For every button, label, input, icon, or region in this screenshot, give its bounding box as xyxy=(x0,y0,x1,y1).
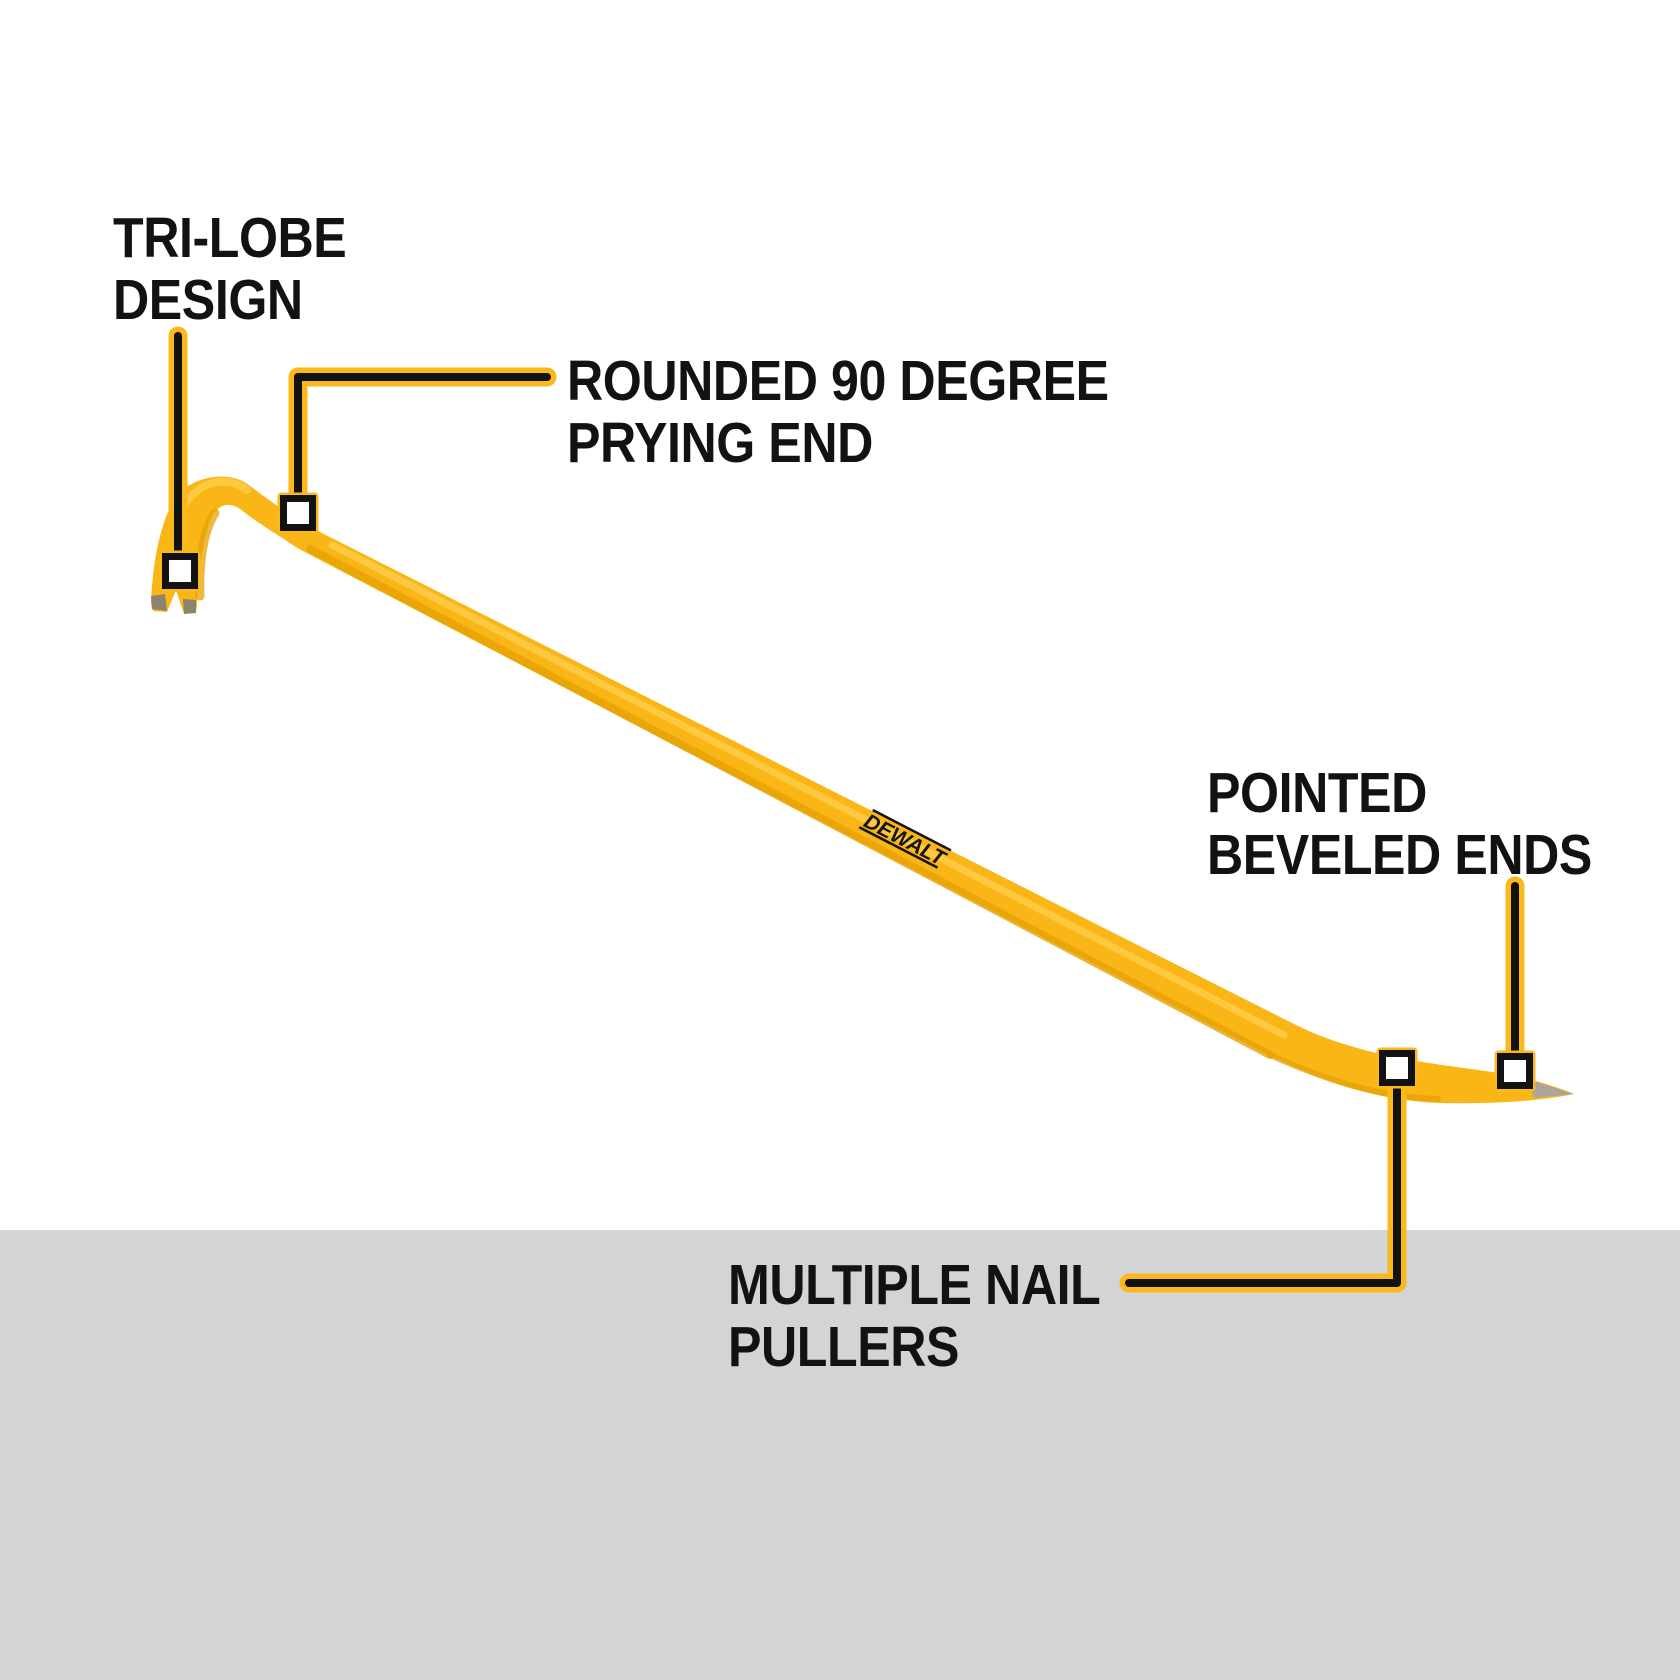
bar-underside-shadow xyxy=(306,545,1274,1059)
callout-label-line: ROUNDED 90 DEGREE xyxy=(567,349,1109,413)
callout-label-line: PULLERS xyxy=(728,1315,960,1379)
connector-rounded-90-degree xyxy=(288,367,557,507)
callout-label-tri-lobe-design: TRI-LOBE DESIGN xyxy=(113,206,347,332)
dewalt-logo-bottom-rule xyxy=(858,826,939,869)
claw-bevel-right xyxy=(183,599,196,614)
callout-label-multiple-nail-pullers: MULTIPLE NAIL PULLERS xyxy=(728,1253,1101,1379)
floor-band xyxy=(0,1230,1680,1680)
callout-markers xyxy=(159,492,1536,1092)
claw-bevel-left xyxy=(151,594,167,611)
dewalt-logo-top-rule xyxy=(872,808,952,852)
marker-tri-lobe-design xyxy=(159,550,201,592)
marker-multiple-nail-pullers xyxy=(1376,1047,1418,1089)
callout-connectors xyxy=(168,326,1525,1293)
marker-rounded-90-degree xyxy=(277,492,319,534)
bar-end-shadow xyxy=(1267,1052,1441,1102)
connector-multiple-nail-pullers xyxy=(1119,1077,1407,1293)
callout-label-rounded-90-degree-prying-end: ROUNDED 90 DEGREE PRYING END xyxy=(567,350,1109,474)
callout-label-line: POINTED xyxy=(1207,761,1427,825)
callout-label-line: PRYING END xyxy=(567,411,873,475)
shank-highlight xyxy=(328,541,1288,1039)
chisel-tip-bevel xyxy=(1527,1079,1574,1098)
callout-label-line: MULTIPLE NAIL xyxy=(728,1253,1101,1317)
marker-pointed-beveled-ends xyxy=(1494,1050,1536,1092)
callout-label-pointed-beveled-ends: POINTED BEVELED ENDS xyxy=(1207,762,1592,886)
callout-label-line: BEVELED ENDS xyxy=(1207,823,1592,887)
callout-label-line: DESIGN xyxy=(113,268,303,332)
callout-label-line: TRI-LOBE xyxy=(113,206,347,270)
